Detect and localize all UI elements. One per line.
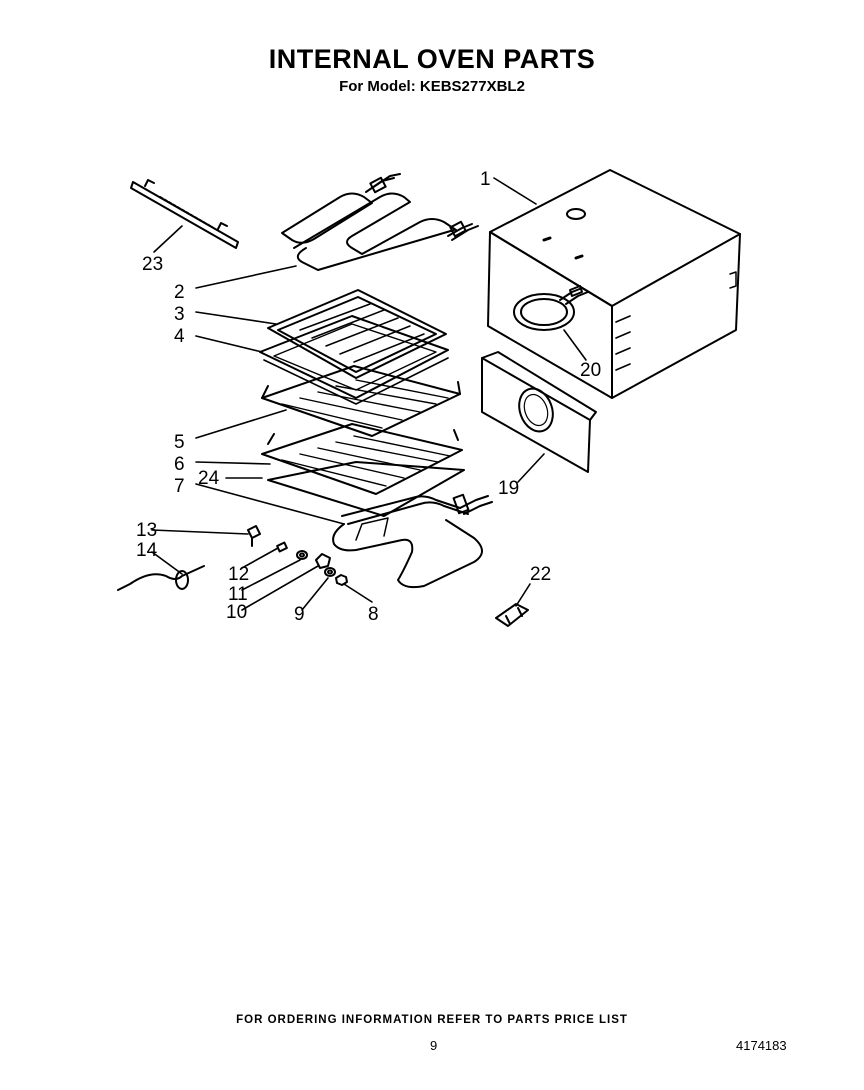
page-number: 9 [430, 1038, 438, 1053]
callout-7: 7 [174, 476, 185, 497]
callout-11: 11 [228, 584, 248, 605]
callout-3: 3 [174, 304, 185, 325]
part-9-washer [324, 567, 336, 577]
part-20-convection-element [513, 285, 589, 331]
part-24-shield [267, 461, 465, 517]
callout-6: 6 [174, 454, 185, 475]
document-number: 4174183 [736, 1038, 787, 1053]
model-subtitle: For Model: KEBS277XBL2 [339, 78, 525, 95]
callout-1: 1 [480, 169, 491, 190]
callout-2: 2 [174, 282, 185, 303]
callout-22: 22 [530, 564, 551, 585]
part-22-bracket [495, 603, 529, 627]
part-5-rack [261, 365, 461, 437]
callout-10: 10 [226, 602, 247, 623]
part-11-washer [296, 550, 308, 560]
part-10-fitting [315, 553, 331, 569]
callout-8: 8 [368, 604, 379, 625]
part-13-clip [247, 525, 261, 547]
part-8-nut [335, 574, 348, 586]
part-2-broil-element [281, 173, 479, 271]
callout-14: 14 [136, 540, 158, 561]
callout-23: 23 [142, 254, 163, 275]
callout-24: 24 [198, 468, 220, 489]
callout-19: 19 [498, 478, 519, 499]
callout-4: 4 [174, 326, 185, 347]
leader-lines [151, 177, 587, 611]
part-3-broiler-grid [267, 289, 447, 379]
part-12-insulator [276, 541, 288, 553]
ordering-note: FOR ORDERING INFORMATION REFER TO PARTS … [236, 1014, 628, 1026]
page-title: INTERNAL OVEN PARTS [268, 44, 596, 74]
callout-5: 5 [174, 432, 185, 453]
callout-9: 9 [294, 604, 305, 625]
part-7-bake-element [332, 493, 493, 589]
part-14-sensor-probe [117, 565, 205, 591]
part-23-bracket [130, 179, 239, 249]
part-4-broiler-pan [259, 315, 449, 405]
part-6-rack [261, 423, 463, 495]
callout-20: 20 [580, 360, 601, 381]
callout-labels: 1 2 3 4 5 6 24 7 13 14 12 11 10 9 8 23 2… [136, 169, 601, 625]
part-19-fan-cover [481, 351, 597, 473]
callout-12: 12 [228, 564, 249, 585]
part-1-oven-cavity [487, 169, 741, 399]
callout-13: 13 [136, 520, 157, 541]
